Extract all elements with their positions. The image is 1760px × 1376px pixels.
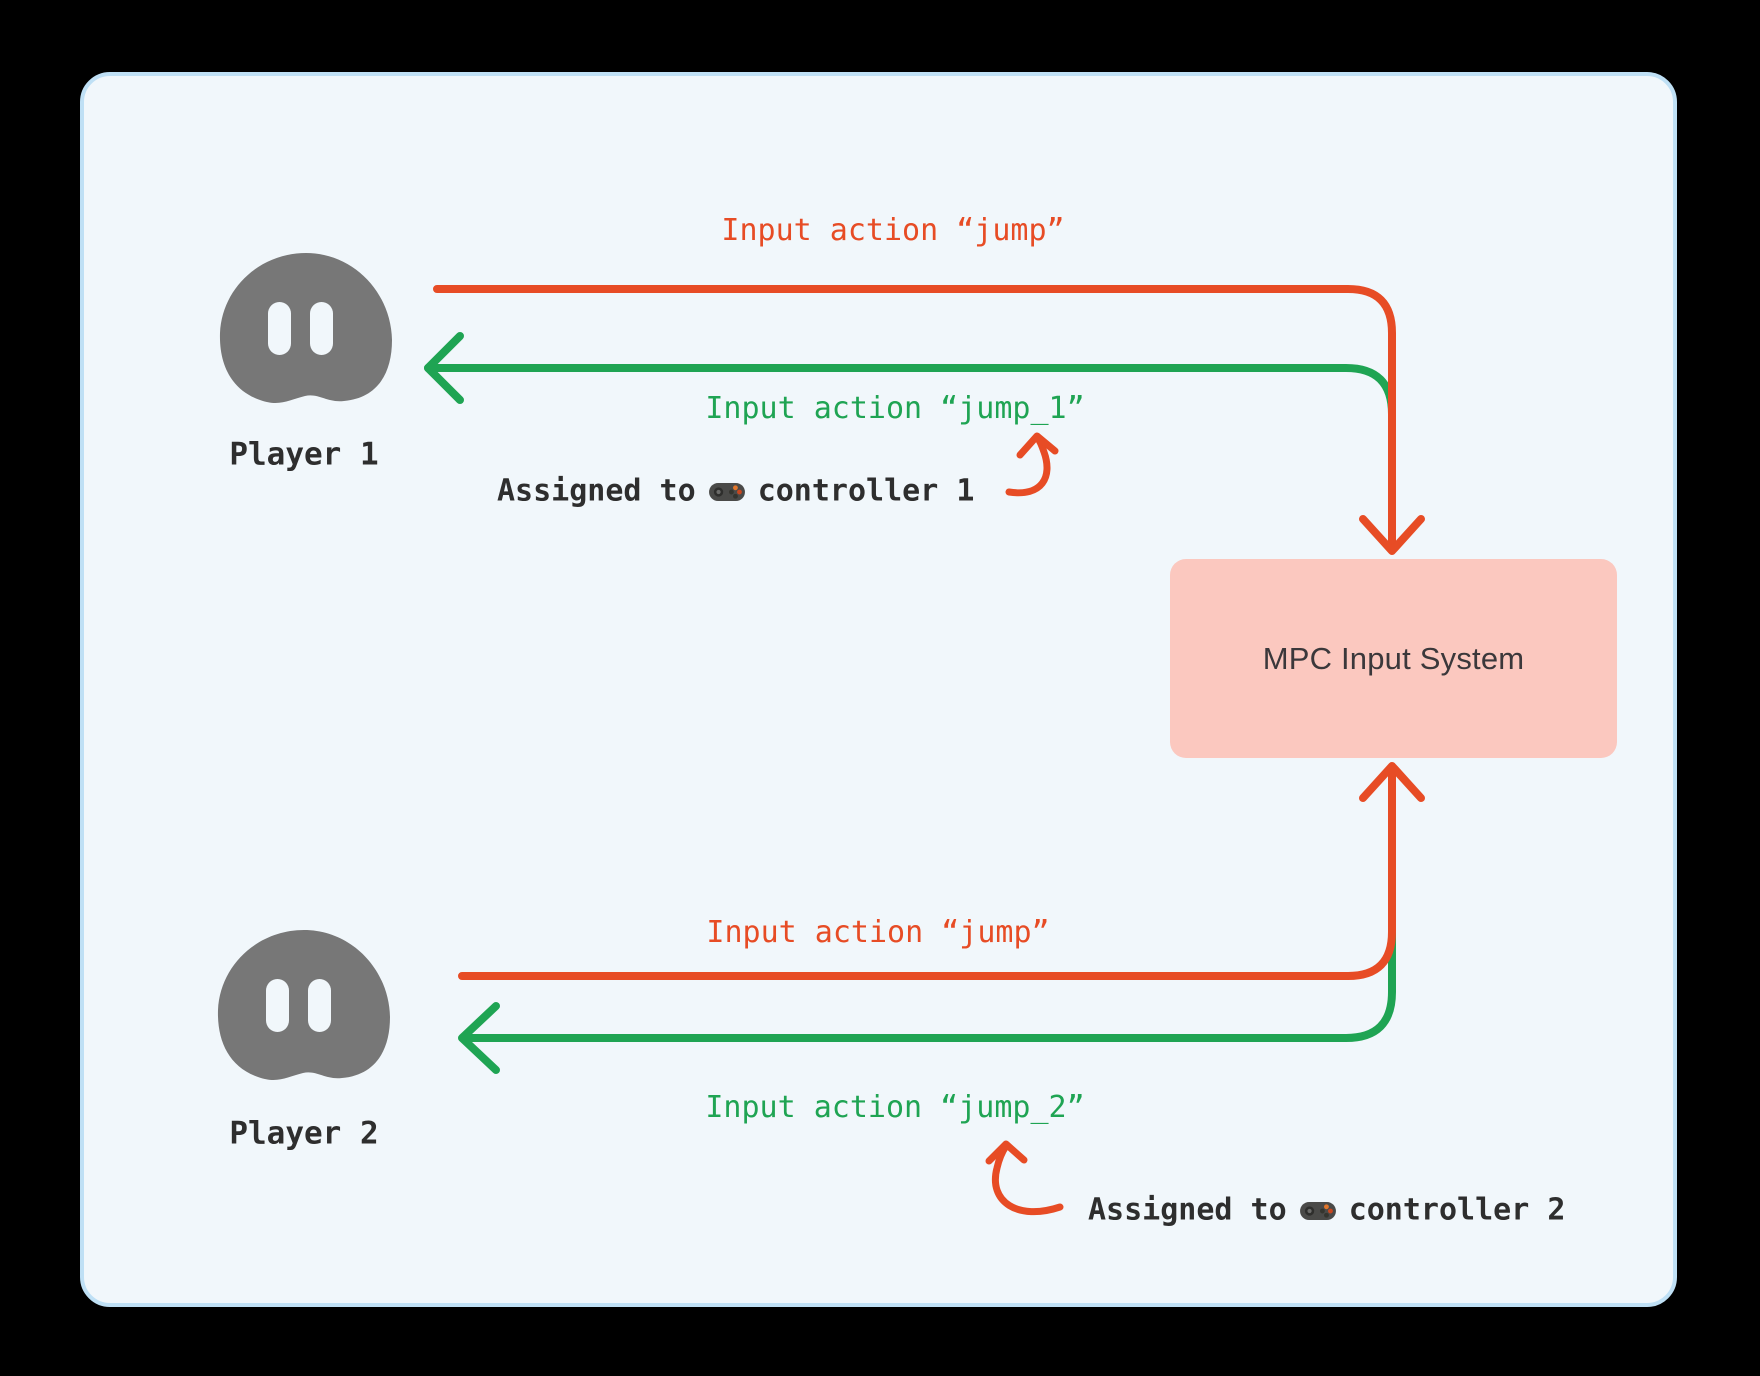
gamepad-icon	[708, 482, 745, 501]
player-1-label: Player 1	[229, 436, 379, 473]
flow-1-output-action-label: Input action “jump_1”	[705, 391, 1085, 426]
assigned-2-prefix: Assigned to	[1088, 1192, 1287, 1228]
assigned-1-prefix: Assigned to	[497, 473, 696, 509]
assigned-2-suffix: controller 2	[1348, 1192, 1566, 1228]
flow-2-output-action-label: Input action “jump_2”	[705, 1090, 1085, 1125]
mpc-input-system-label: MPC Input System	[1262, 640, 1525, 676]
player-2-label: Player 2	[229, 1115, 379, 1152]
assigned-controller-1-note: Assigned to controller 1	[497, 474, 974, 509]
mpc-input-system-box: MPC Input System	[1170, 559, 1617, 758]
gamepad-icon	[1299, 1201, 1336, 1220]
flow-2-input-action-label: Input action “jump”	[706, 915, 1050, 950]
flow-1-input-action-label: Input action “jump”	[721, 213, 1065, 248]
assigned-controller-2-note: Assigned to controller 2	[1088, 1193, 1565, 1228]
assigned-1-suffix: controller 1	[757, 473, 975, 509]
